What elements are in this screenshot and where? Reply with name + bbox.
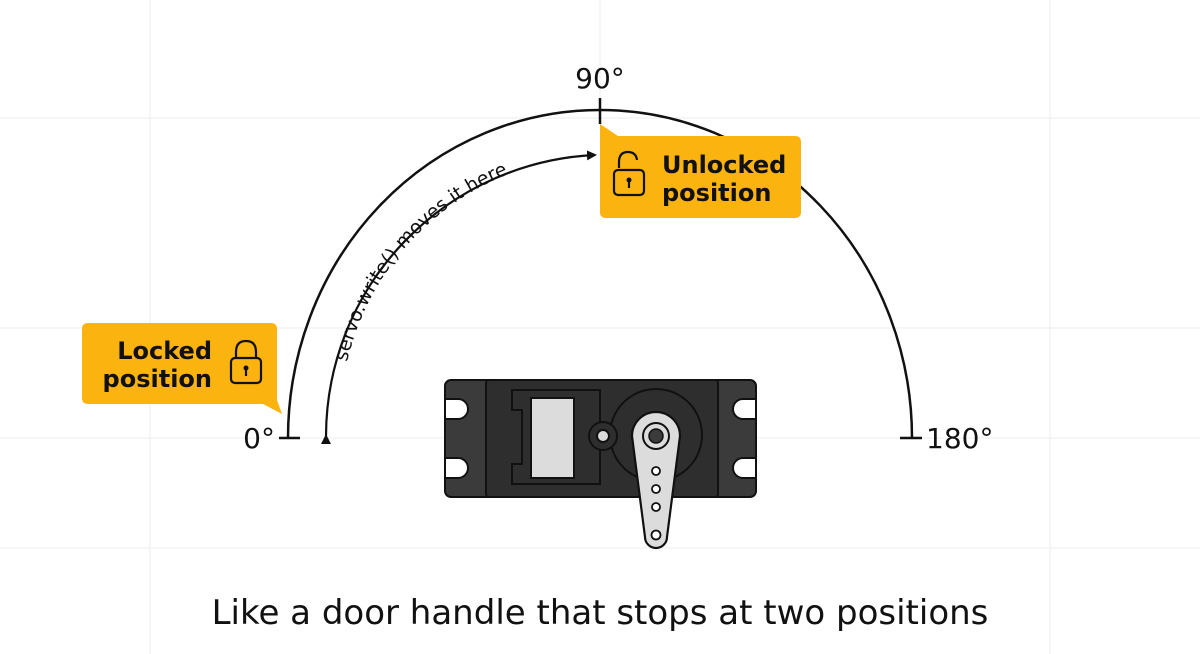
unlocked-badge-line2: position	[662, 179, 771, 207]
locked-badge: Locked position	[82, 323, 282, 414]
locked-badge-line1: Locked	[117, 337, 212, 365]
servo-motor	[444, 379, 757, 550]
movement-arrow	[320, 150, 597, 445]
horn-screw	[648, 428, 664, 444]
angle-label-180: 180°	[926, 422, 993, 455]
unlock-icon	[612, 150, 646, 197]
lock-icon	[229, 339, 263, 385]
unlocked-badge: Unlocked position	[600, 124, 801, 218]
servo-label-window	[530, 397, 575, 479]
mounting-holes	[444, 398, 757, 479]
angle-label-0: 0°	[243, 422, 275, 455]
caption: Like a door handle that stops at two pos…	[211, 593, 989, 633]
arc-annotation: servo.write() moves it here	[330, 158, 510, 363]
angle-label-90: 90°	[575, 62, 625, 95]
unlocked-badge-line1: Unlocked	[662, 151, 786, 179]
horn-holes	[650, 466, 662, 541]
secondary-gear-shaft	[596, 429, 610, 443]
locked-badge-line2: position	[103, 365, 212, 393]
servo-horn	[630, 410, 682, 550]
